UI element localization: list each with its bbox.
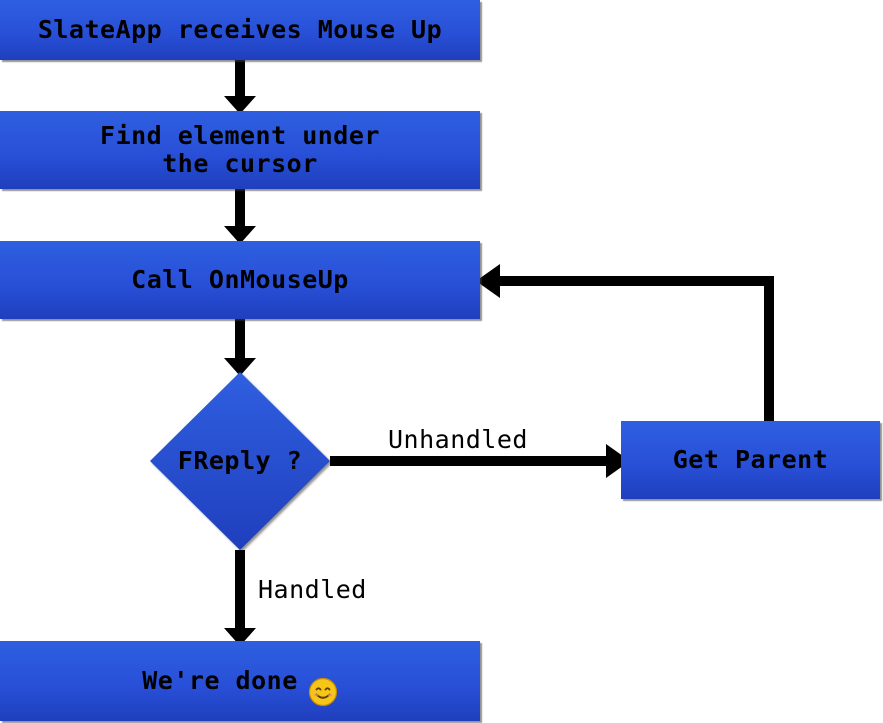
edge-label-unhandled: Unhandled	[388, 425, 528, 454]
node-done-label: We're done	[142, 666, 298, 695]
node-get-parent: Get Parent	[621, 421, 880, 499]
arrow-decision-to-parent	[330, 444, 630, 478]
arrow-start-to-find	[224, 60, 256, 114]
arrow-decision-to-done	[224, 550, 256, 646]
node-start: SlateApp receives Mouse Up	[0, 0, 480, 60]
node-start-label: SlateApp receives Mouse Up	[37, 15, 443, 44]
decision-label: FReply ?	[177, 445, 303, 475]
node-find-element-label: Find element under the cursor	[100, 121, 380, 178]
smiling-face-icon	[308, 649, 338, 713]
decision-diamond	[150, 372, 330, 550]
arrow-parent-to-call	[476, 264, 774, 421]
node-get-parent-label: Get Parent	[672, 445, 829, 474]
node-find-element: Find element under the cursor	[0, 111, 480, 189]
node-call-onmouseup: Call OnMouseUp	[0, 241, 480, 319]
node-done: We're done	[0, 641, 480, 721]
arrow-call-to-decision	[224, 319, 256, 376]
edge-label-handled: Handled	[258, 575, 367, 604]
arrow-find-to-call	[224, 189, 256, 244]
node-call-onmouseup-label: Call OnMouseUp	[131, 265, 349, 294]
